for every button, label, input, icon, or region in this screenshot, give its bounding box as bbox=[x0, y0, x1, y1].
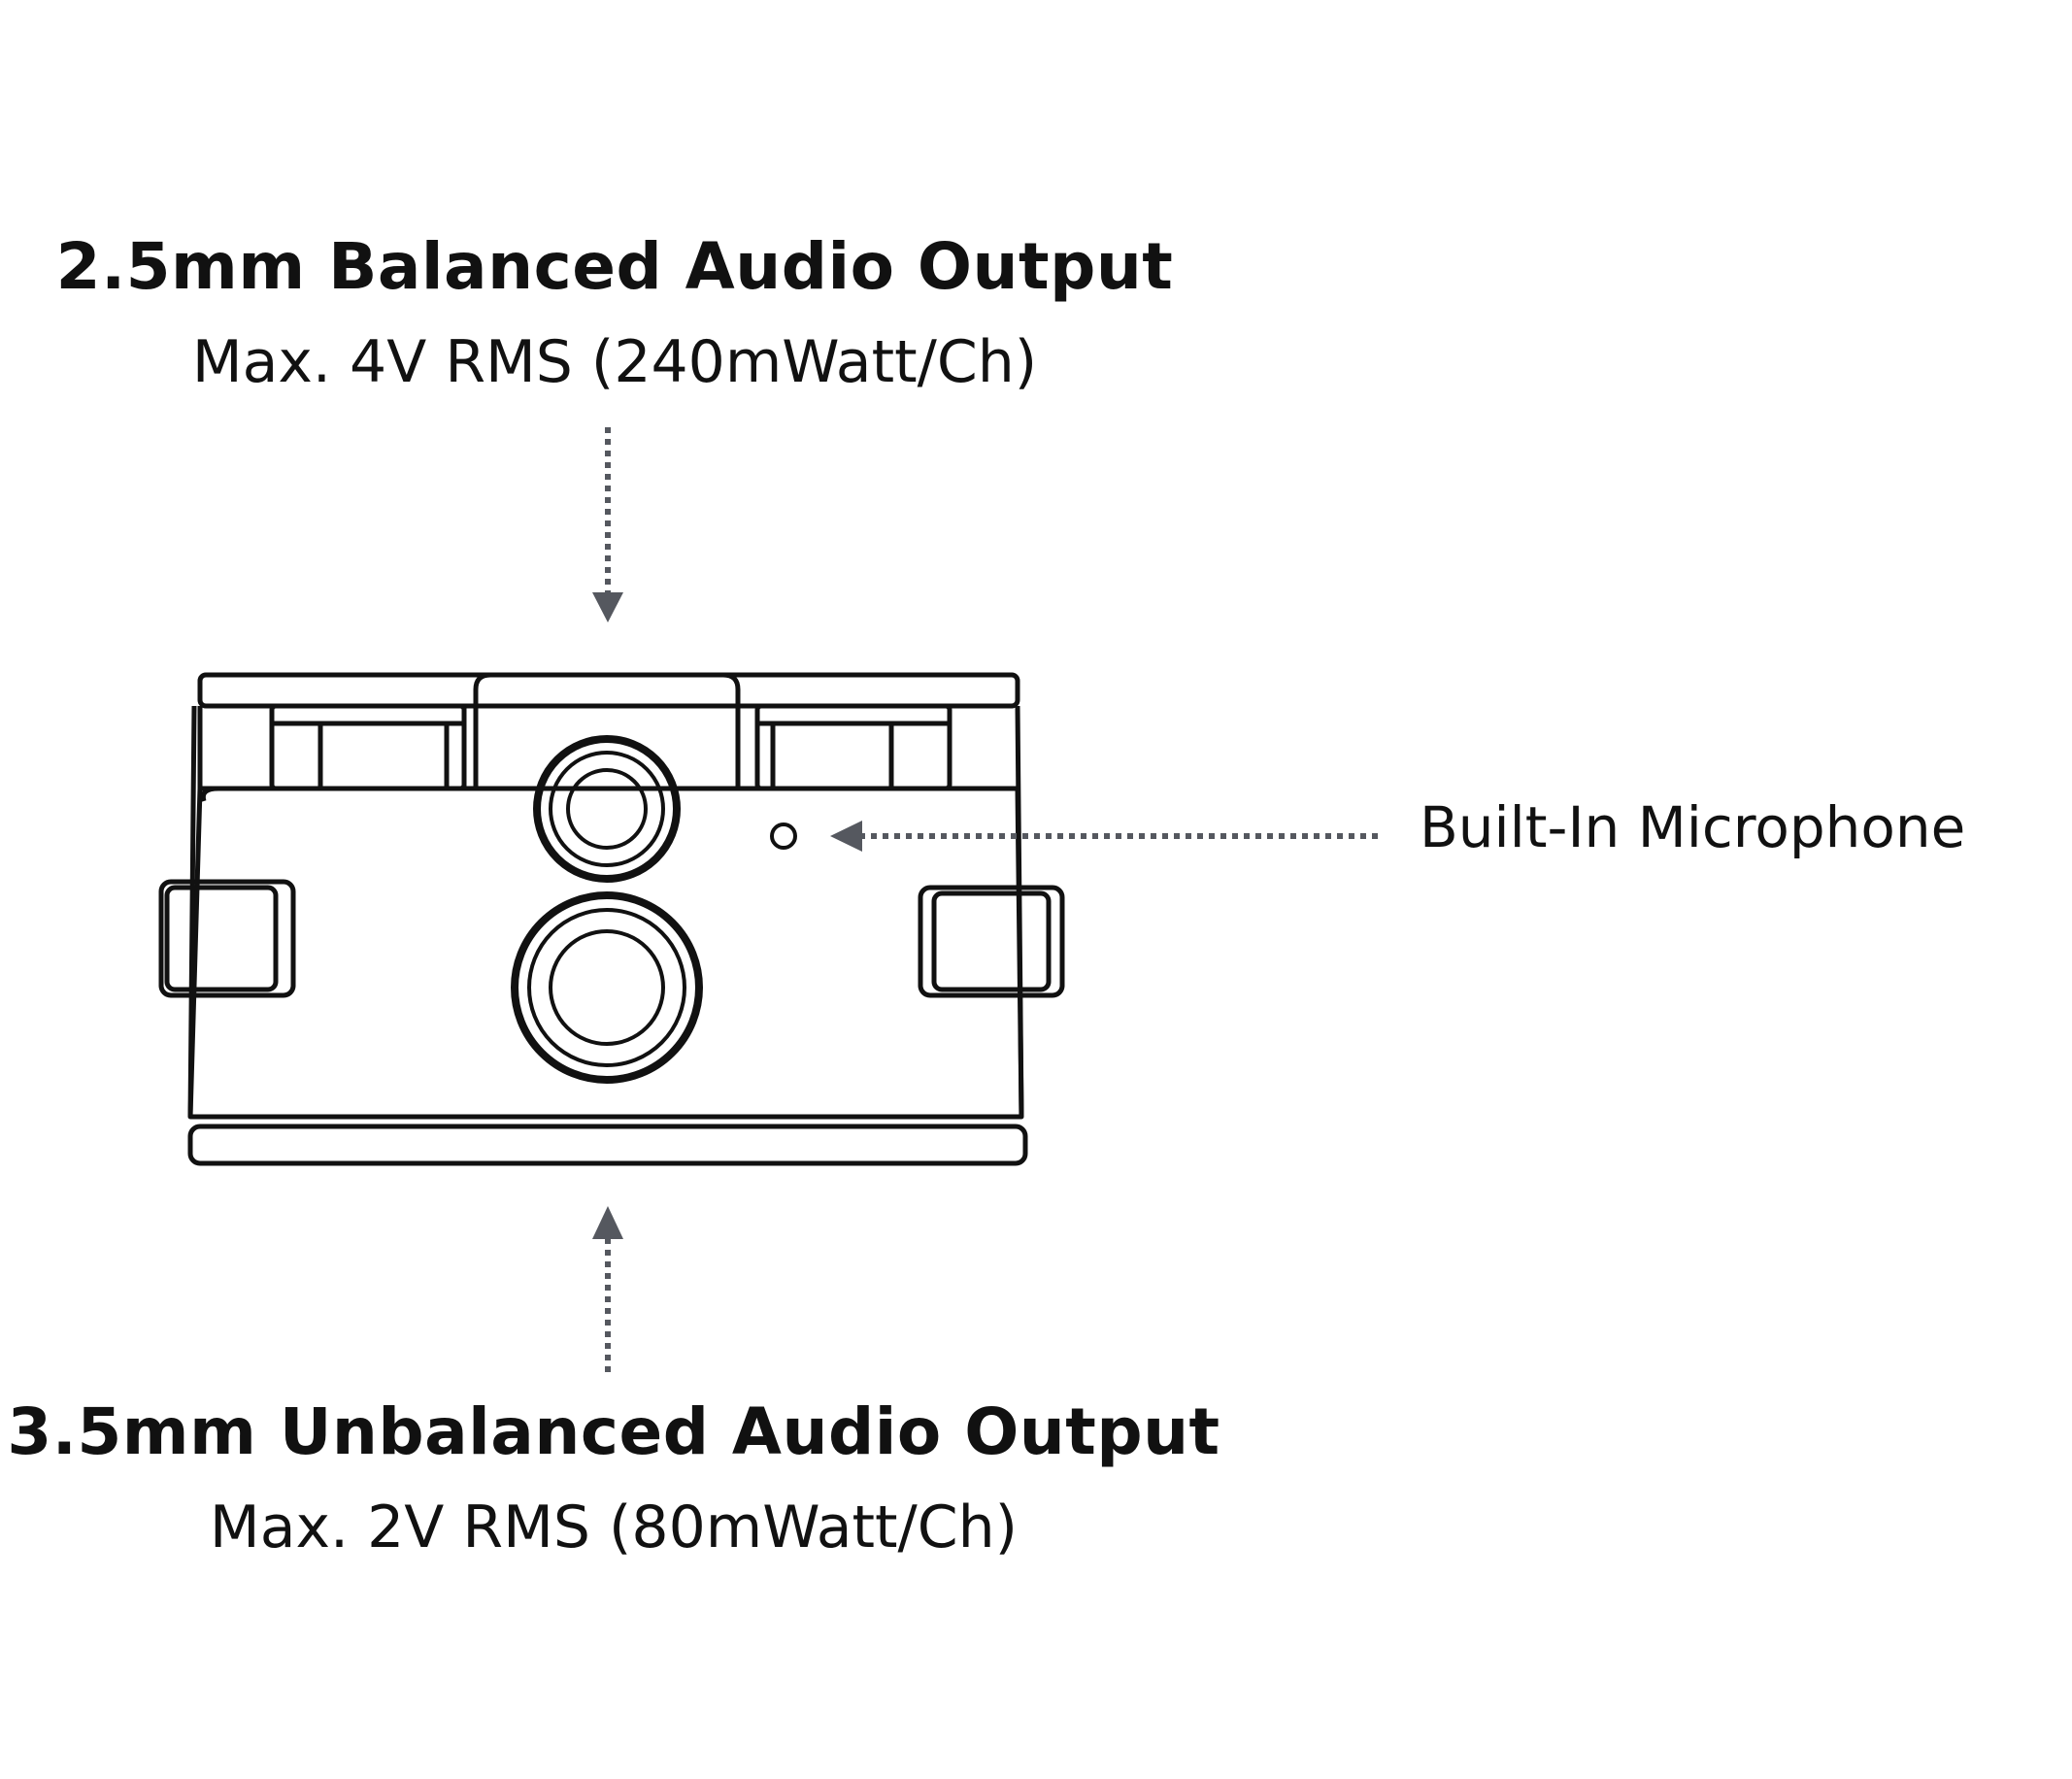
arrow-microphone bbox=[830, 821, 1379, 852]
unbalanced-output-spec: Max. 2V RMS (80mWatt/Ch) bbox=[209, 1494, 1019, 1561]
microphone-hole bbox=[770, 822, 797, 850]
top-right-socket bbox=[754, 703, 952, 791]
unbalanced-output-title: 3.5mm Unbalanced Audio Output bbox=[7, 1394, 1220, 1469]
top-plate bbox=[197, 672, 1020, 709]
top-left-bracket bbox=[197, 706, 467, 789]
unbalanced-jack-3-5mm bbox=[511, 891, 703, 1084]
arrow-unbalanced bbox=[592, 1206, 623, 1374]
balanced-jack-2-5mm bbox=[533, 735, 681, 883]
bottom-base bbox=[187, 1124, 1028, 1166]
left-side-tab bbox=[158, 879, 296, 998]
top-left-socket bbox=[269, 703, 467, 791]
balanced-output-spec: Max. 4V RMS (240mWatt/Ch) bbox=[191, 328, 1038, 396]
device-body bbox=[158, 672, 1065, 1166]
right-side-tab bbox=[918, 885, 1065, 998]
arrow-balanced bbox=[592, 427, 623, 622]
center-top-section bbox=[473, 672, 741, 789]
microphone-label: Built-In Microphone bbox=[1420, 794, 1966, 860]
balanced-output-title: 2.5mm Balanced Audio Output bbox=[55, 229, 1174, 304]
